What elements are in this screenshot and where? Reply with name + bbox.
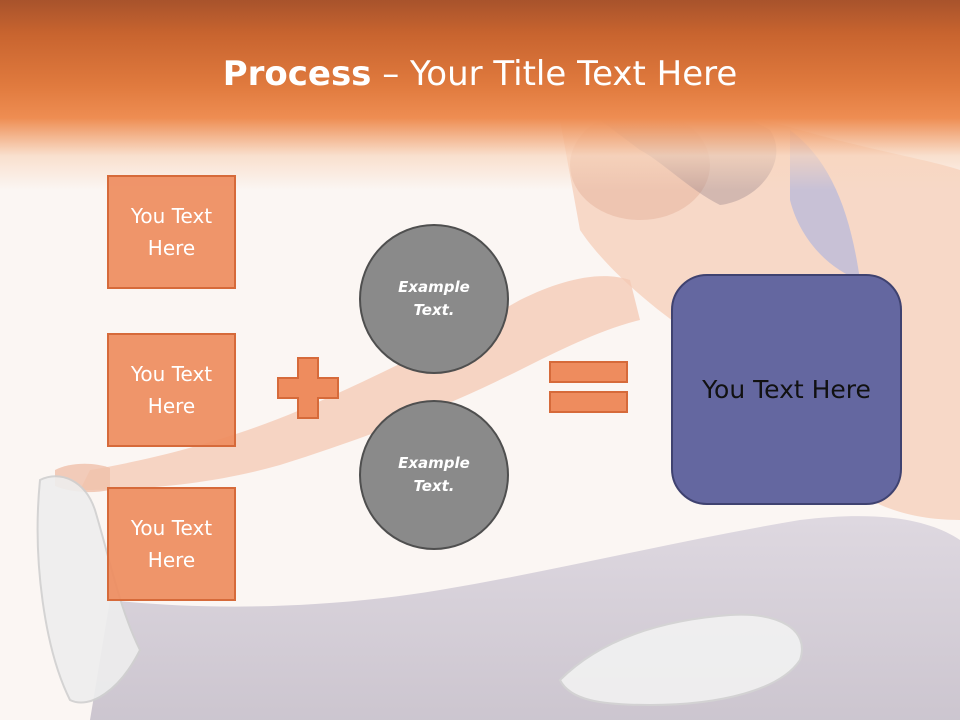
- title-bold: Process: [222, 54, 372, 94]
- plus-icon: [277, 357, 339, 419]
- example-circle-1-label: Example Text.: [398, 278, 470, 319]
- equals-icon: [549, 361, 628, 413]
- result-box-label: You Text Here: [702, 375, 871, 404]
- input-box-2: You Text Here: [107, 333, 236, 447]
- input-box-3: You Text Here: [107, 487, 236, 601]
- example-circle-1: Example Text.: [359, 224, 509, 374]
- result-box: You Text Here: [671, 274, 902, 505]
- input-box-1-label: You Text Here: [130, 204, 213, 260]
- input-box-3-label: You Text Here: [130, 516, 213, 572]
- example-circle-2: Example Text.: [359, 400, 509, 550]
- header-band: [0, 0, 960, 190]
- input-box-1: You Text Here: [107, 175, 236, 289]
- page-title: Process – Your Title Text Here: [0, 52, 960, 96]
- title-rest: – Your Title Text Here: [371, 54, 738, 94]
- input-box-2-label: You Text Here: [130, 362, 213, 418]
- example-circle-2-label: Example Text.: [398, 454, 470, 495]
